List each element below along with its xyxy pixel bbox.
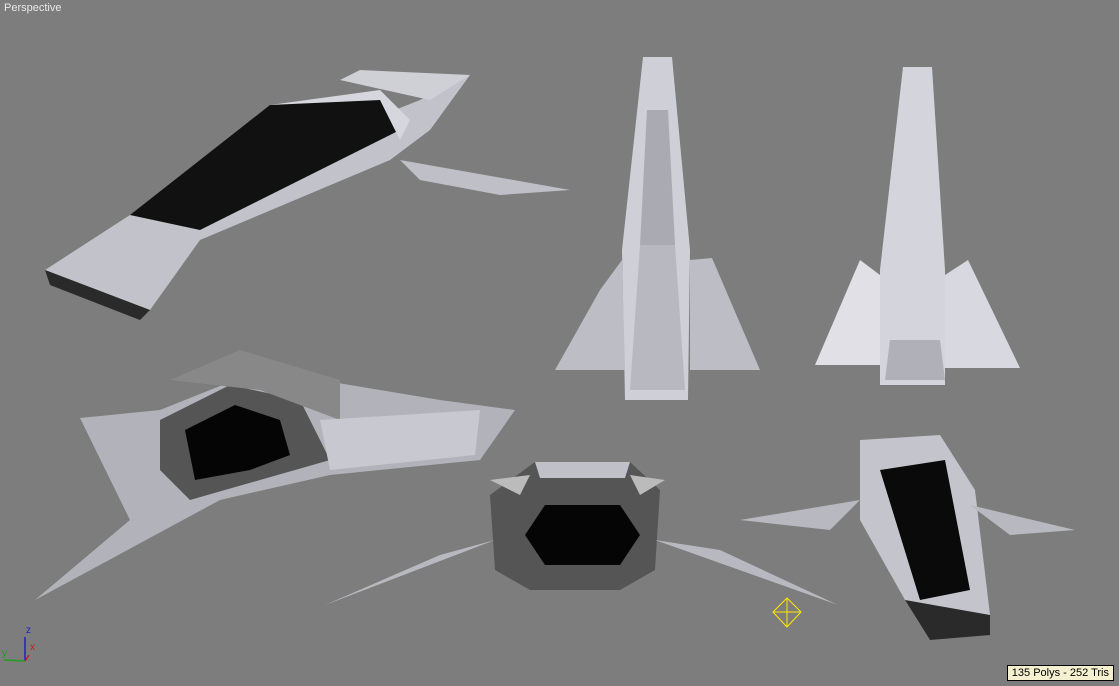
viewport-label[interactable]: Perspective bbox=[4, 2, 62, 14]
axis-tripod-icon: z x y bbox=[2, 625, 35, 662]
axis-x-label: x bbox=[30, 642, 35, 653]
ship-model-perspective-3[interactable] bbox=[740, 435, 1075, 640]
ship-model-bottom-view[interactable] bbox=[815, 67, 1020, 385]
ship-model-front-view[interactable] bbox=[325, 462, 838, 605]
ship-model-perspective-2[interactable] bbox=[35, 350, 515, 600]
axis-z-label: z bbox=[26, 625, 31, 636]
light-gizmo-icon[interactable] bbox=[772, 597, 802, 628]
ship-model-perspective-1[interactable] bbox=[45, 70, 570, 320]
ship-model-top-view[interactable] bbox=[555, 57, 760, 400]
axis-y-label: y bbox=[2, 648, 7, 659]
poly-count-badge: 135 Polys - 252 Tris bbox=[1006, 665, 1114, 681]
